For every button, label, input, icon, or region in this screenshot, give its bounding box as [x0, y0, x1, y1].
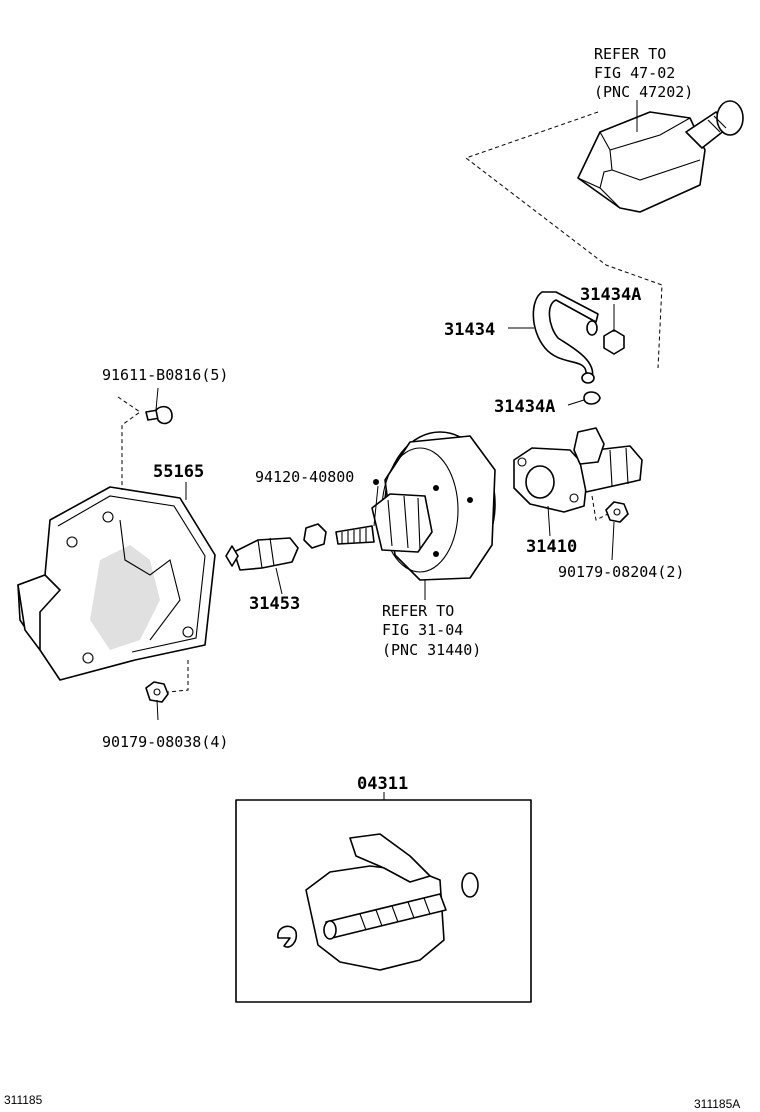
part-number-31434[interactable]: 31434 — [444, 320, 495, 340]
repair-kit-illustration — [277, 833, 479, 971]
reservoir-guide-line — [464, 111, 663, 369]
nut-guide-line — [167, 660, 189, 693]
part-number-55165[interactable]: 55165 — [153, 462, 204, 482]
part-number-94120-40800[interactable]: 94120-40800 — [255, 468, 354, 486]
part-number-04311[interactable]: 04311 — [357, 774, 408, 794]
part-number-31434A-clamp[interactable]: 31434A — [494, 397, 555, 417]
master-cylinder-nut-illustration — [605, 501, 629, 523]
reservoir-ref-line-2: FIG 47-02 — [594, 64, 675, 82]
part-number-31453[interactable]: 31453 — [249, 594, 300, 614]
reservoir-ref-line-1: REFER TO — [594, 45, 666, 63]
bracket-illustration — [17, 486, 216, 681]
brake-booster-illustration — [335, 431, 496, 581]
bolt-guide-line — [117, 396, 141, 490]
bracket-nut-illustration — [145, 681, 169, 703]
reservoir-tank-illustration — [577, 100, 744, 213]
vacuum-hose-illustration — [532, 291, 599, 384]
part-number-31410[interactable]: 31410 — [526, 537, 577, 557]
booster-ref-line-3: (PNC 31440) — [382, 641, 481, 659]
leader-lines — [155, 100, 638, 800]
booster-ref-line-2: FIG 31-04 — [382, 621, 463, 639]
part-number-31434A-top[interactable]: 31434A — [580, 285, 641, 305]
master-cylinder-guide-line — [591, 495, 609, 521]
reservoir-ref-line-3: (PNC 47202) — [594, 83, 693, 101]
master-cylinder-illustration — [513, 427, 643, 513]
figure-id-right: 311185A — [694, 1097, 740, 1111]
hose-clamp-illustration — [583, 329, 625, 405]
figure-id-left: 311185 — [4, 1093, 43, 1107]
part-number-90179-08204[interactable]: 90179-08204(2) — [558, 563, 684, 581]
part-number-91611-B0816[interactable]: 91611-B0816(5) — [102, 366, 228, 384]
bracket-bolt-illustration — [145, 405, 173, 425]
switch-illustration — [225, 523, 327, 571]
part-number-90179-08038[interactable]: 90179-08038(4) — [102, 733, 228, 751]
booster-ref-line-1: REFER TO — [382, 602, 454, 620]
